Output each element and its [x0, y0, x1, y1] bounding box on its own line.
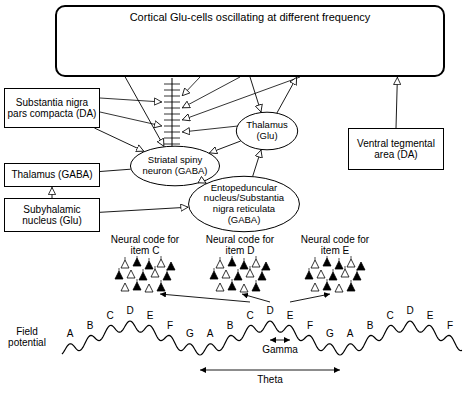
node-text: Ventral tegmental area (DA) — [352, 138, 440, 160]
node-text: Entopeduncular nucleus/Substantia nigra … — [200, 183, 288, 226]
nucleus-box: Thalamus (GABA) — [4, 163, 100, 187]
item-letter: A — [203, 328, 217, 339]
readout-arrow — [290, 294, 330, 302]
nucleus-box: Ventral tegmental area (DA) — [348, 128, 444, 170]
ellipse-shape — [130, 146, 219, 186]
projection-connector — [94, 128, 144, 151]
synapse-line — [182, 77, 240, 108]
item-letter: B — [83, 320, 97, 331]
node-text: Cortical Glu-cells oscillating at differ… — [65, 11, 435, 23]
node-text: Thalamus (GABA) — [7, 169, 97, 180]
projection-connector — [253, 150, 261, 177]
readout-arrows — [160, 294, 330, 302]
synapse-line — [100, 112, 162, 126]
readout-arrow — [160, 294, 250, 302]
node-text: Thalamus (Glu) — [243, 120, 291, 141]
synapse-line — [182, 77, 300, 120]
annotation-label: Neural code for item C — [108, 234, 182, 256]
nucleus-ellipse: Entopeduncular nucleus/Substantia nigra … — [188, 176, 300, 232]
item-letter: E — [143, 310, 157, 321]
item-letter: E — [423, 310, 437, 321]
projection-connector — [209, 141, 241, 153]
synapse-line — [182, 126, 238, 132]
item-letter: G — [183, 328, 197, 339]
projection-connector — [100, 169, 131, 171]
annotation-label: Field potential — [2, 326, 52, 348]
node-text: Substantia nigra pars compacta (DA) — [7, 97, 97, 119]
projection-connector — [203, 182, 206, 184]
projection-connector — [250, 77, 261, 112]
item-letter: D — [123, 305, 137, 316]
item-letter: A — [63, 328, 77, 339]
annotation-label: Neural code for item E — [298, 234, 372, 256]
projection-connector — [396, 77, 397, 128]
annotation-label: Neural code for item D — [203, 234, 277, 256]
neuron-cluster — [210, 256, 270, 292]
readout-arrow — [242, 294, 270, 302]
projection-connector — [277, 77, 297, 113]
nucleus-box: Substantia nigra pars compacta (DA) — [4, 88, 100, 128]
annotation-label: Theta — [250, 374, 290, 385]
synapse-line — [182, 77, 200, 96]
neuron-ellipse: Striatal spiny neuron (GABA) — [130, 146, 220, 186]
field-potential-wave — [62, 321, 462, 355]
neuron-cluster — [115, 256, 175, 292]
projection-connector — [100, 207, 188, 212]
dendrite-shaft — [172, 78, 173, 147]
item-letter: C — [243, 310, 257, 321]
item-letter: B — [363, 320, 377, 331]
item-letter: E — [283, 310, 297, 321]
ellipse-shape — [189, 176, 300, 231]
projection-connector — [52, 187, 53, 198]
synapse-line — [100, 98, 162, 102]
item-letter: D — [403, 305, 417, 316]
item-letter: B — [223, 320, 237, 331]
item-letter: G — [323, 328, 337, 339]
neuron-cluster — [305, 256, 365, 292]
item-letter: F — [303, 320, 317, 331]
dendrite-spines — [164, 84, 180, 144]
item-letter: D — [263, 305, 277, 316]
item-letter: C — [103, 310, 117, 321]
node-text: Striatal spiny neuron (GABA) — [138, 155, 212, 176]
item-letter: F — [163, 320, 177, 331]
item-letter: C — [383, 310, 397, 321]
gamma-span-arrow — [270, 340, 290, 341]
projection-connector — [125, 77, 164, 147]
annotation-label: Gamma — [260, 344, 300, 355]
cortex-box: Cortical Glu-cells oscillating at differ… — [55, 5, 445, 77]
item-letter: A — [343, 328, 357, 339]
nucleus-ellipse: Thalamus (Glu) — [236, 112, 298, 150]
node-text: Subyhalamic nucleus (Glu) — [7, 204, 97, 226]
nucleus-box: Subyhalamic nucleus (Glu) — [4, 198, 100, 232]
item-letter: F — [443, 320, 457, 331]
ellipse-shape — [236, 112, 297, 150]
theta-span-arrow — [200, 370, 340, 371]
